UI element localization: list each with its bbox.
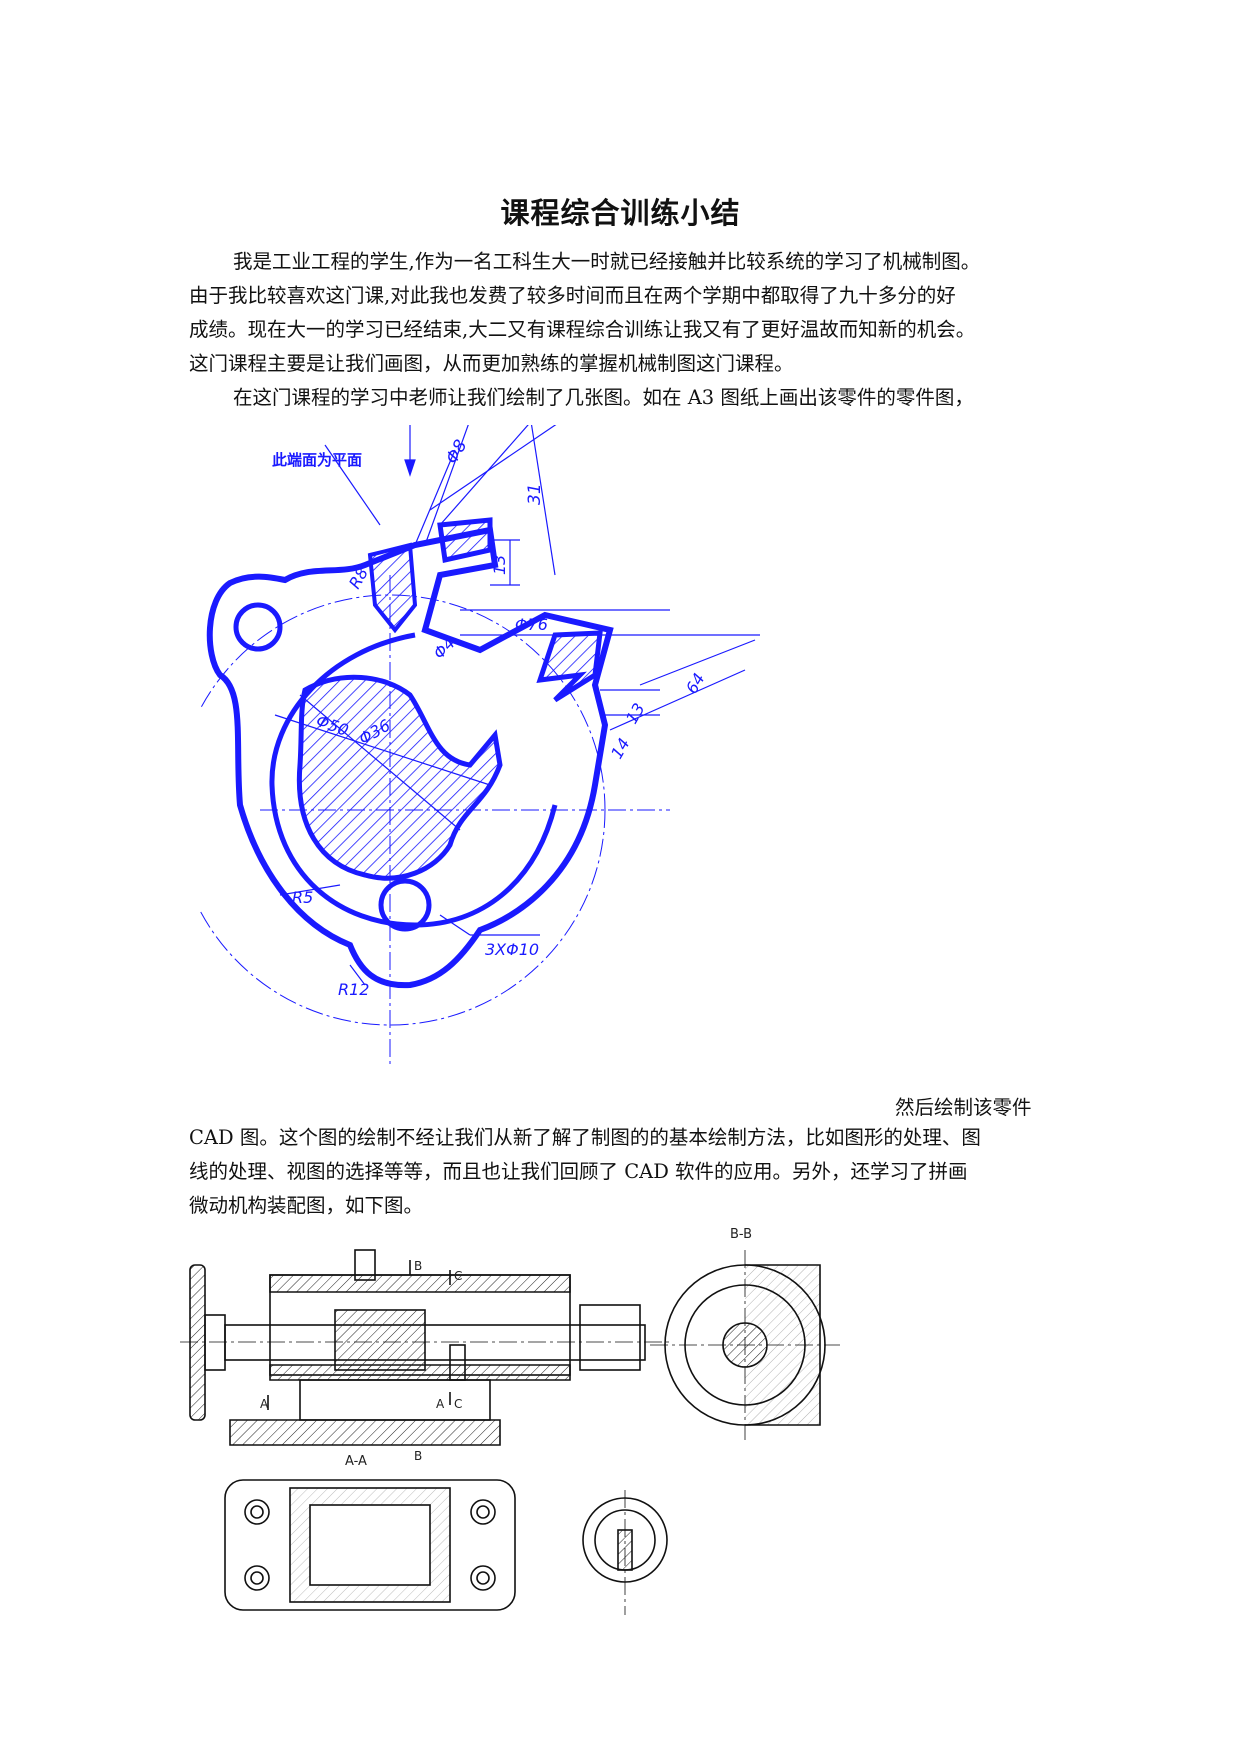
- dim-14: 14: [607, 735, 634, 762]
- text-line: 微动机构装配图，如下图。: [189, 1194, 424, 1217]
- assembly-main-view: [180, 1249, 670, 1446]
- paragraph-drawing: 在这门课程的学习中老师让我们绘制了几张图。如在 A3 图纸上画出该零件的零件图，: [189, 381, 1049, 415]
- figure-caption-text: 然后绘制该零件: [895, 1096, 1032, 1119]
- dim-r5: R5: [292, 888, 313, 907]
- dim-phi76: Φ76: [515, 615, 548, 634]
- dim-31: 31: [525, 483, 545, 505]
- text-line: 我是工业工程的学生,作为一名工科生大一时就已经接触并比较系统的学习了机械制图。: [233, 250, 981, 273]
- dim-phi8: Φ8: [442, 436, 472, 467]
- label-a-right: A: [436, 1397, 445, 1411]
- paragraph-intro: 我是工业工程的学生,作为一名工科生大一时就已经接触并比较系统的学习了机械制图。 …: [189, 245, 1049, 381]
- bolt-hole-left: [233, 602, 283, 652]
- page-title: 课程综合训练小结: [500, 196, 741, 230]
- section-hatch-top: [437, 517, 493, 564]
- dim-13a: 13: [490, 555, 509, 575]
- text-line: 成绩。现在大一的学习已经结束,大二又有课程综合训练让我又有了更好温故而知新的机会…: [189, 318, 976, 341]
- dimension-lines: [274, 425, 760, 986]
- section-bb-view: [650, 1250, 840, 1440]
- text-line: 在这门课程的学习中老师让我们绘制了几张图。如在 A3 图纸上画出该零件的零件图，: [233, 386, 974, 409]
- section-aa-view: [224, 1479, 516, 1611]
- part-outline: [206, 526, 614, 989]
- section-c-view: [582, 1490, 668, 1615]
- bolt-hole-bottom: [378, 878, 432, 932]
- paragraph-cad: CAD 图。这个图的绘制不经让我们从新了解了制图的的基本绘制方法，比如图形的处理…: [189, 1121, 1049, 1223]
- dim-64: 64: [682, 670, 709, 697]
- part-drawing-figure: 此端面为平面 A 8 Φ8 31 R8 13 Φ76 Φ4 64 14 13 Φ…: [200, 425, 760, 1065]
- note-flat-face: 此端面为平面: [272, 451, 362, 469]
- label-aa: A-A: [345, 1454, 367, 1469]
- label-b-top: B: [414, 1259, 422, 1273]
- label-b-bottom: B: [414, 1449, 422, 1463]
- label-c-top: C: [454, 1269, 462, 1283]
- section-hatch-right: [536, 630, 603, 703]
- label-c-bottom: C: [454, 1397, 462, 1411]
- dim-holes: 3XΦ10: [485, 940, 539, 959]
- section-hatch-main: [296, 674, 503, 881]
- label-bb: B-B: [730, 1227, 752, 1242]
- text-line: 线的处理、视图的选择等等，而且也让我们回顾了 CAD 软件的应用。另外，还学习了…: [189, 1160, 968, 1183]
- assembly-drawing-figure: B-B B C A A C A-A B: [180, 1227, 840, 1615]
- label-a-left: A: [260, 1397, 269, 1411]
- text-line: CAD 图。这个图的绘制不经让我们从新了解了制图的的基本绘制方法，比如图形的处理…: [189, 1126, 981, 1149]
- text-line: 由于我比较喜欢这门课,对此我也发费了较多时间而且在两个学期中都取得了九十多分的好: [189, 284, 956, 307]
- text-line: 这门课程主要是让我们画图，从而更加熟练的掌握机械制图这门课程。: [189, 352, 794, 375]
- section-hatch-key: [367, 542, 418, 634]
- dim-r12: R12: [338, 980, 369, 999]
